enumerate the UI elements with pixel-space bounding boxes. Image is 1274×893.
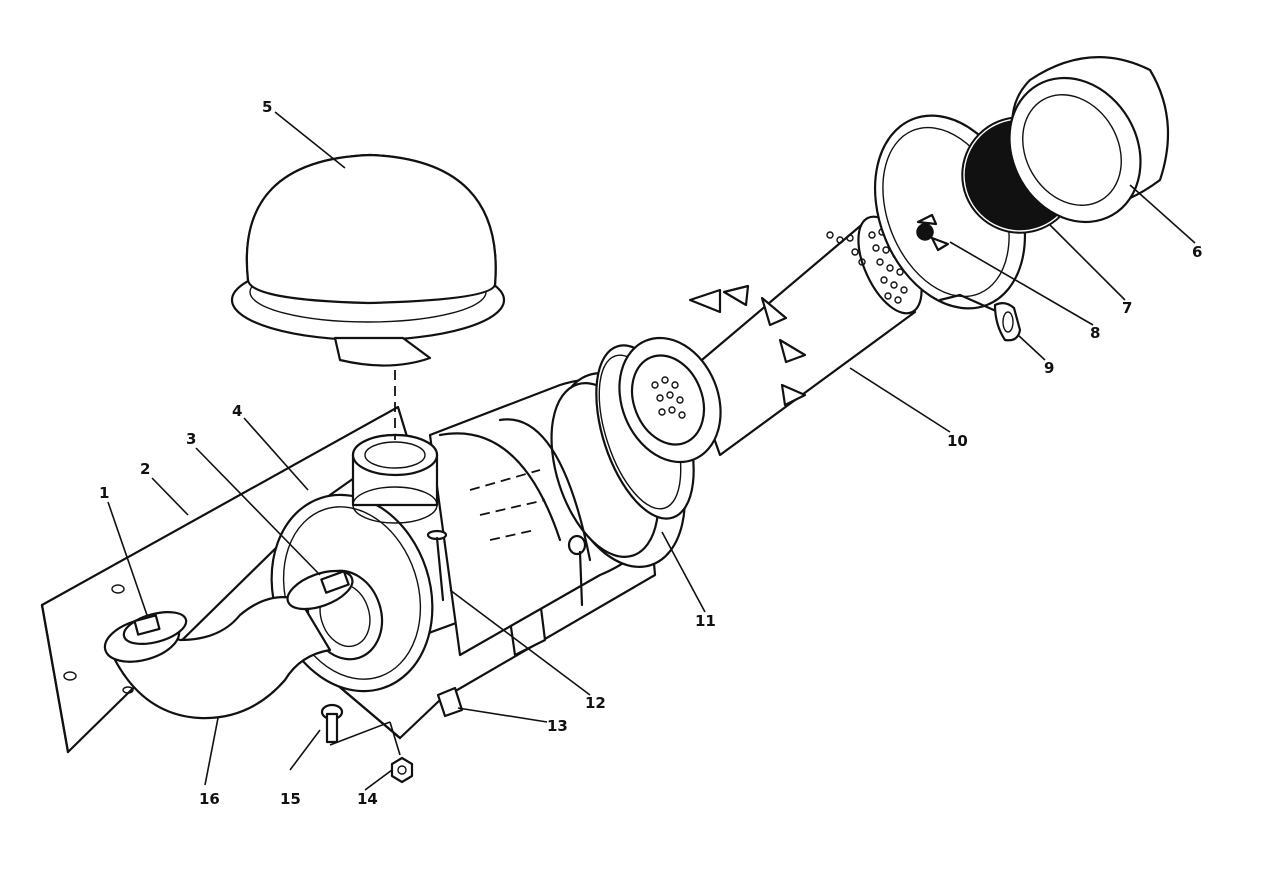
callout-labels: 1 2 3 4 5 6 7 8 9 10 11 12 13 14 15 16 bbox=[99, 98, 1202, 808]
callout-11: 11 bbox=[695, 612, 716, 630]
callout-15: 15 bbox=[280, 790, 301, 808]
bolt bbox=[320, 703, 344, 744]
leader-lines bbox=[107, 111, 1196, 791]
callout-1: 1 bbox=[99, 484, 109, 502]
clamp-stud bbox=[567, 534, 587, 607]
primary-filter-element bbox=[688, 215, 923, 457]
callout-2: 2 bbox=[140, 460, 150, 478]
mounting-screw bbox=[426, 529, 448, 602]
callout-7: 7 bbox=[1122, 299, 1132, 317]
callout-14: 14 bbox=[357, 790, 378, 808]
callout-9: 9 bbox=[1044, 359, 1054, 377]
nut bbox=[390, 756, 414, 784]
callout-5: 5 bbox=[262, 98, 272, 116]
dust-cup bbox=[1008, 56, 1170, 224]
callout-6: 6 bbox=[1192, 243, 1202, 261]
callout-12: 12 bbox=[585, 694, 606, 712]
hose-clamp-3 bbox=[286, 569, 354, 611]
callout-10: 10 bbox=[947, 432, 968, 450]
secondary-filter-element bbox=[618, 336, 722, 464]
callout-8: 8 bbox=[1090, 324, 1100, 342]
spacer-block bbox=[436, 686, 464, 718]
hose-clamp-1 bbox=[122, 611, 188, 645]
rain-cap bbox=[230, 153, 506, 367]
callout-4: 4 bbox=[232, 402, 242, 420]
callout-16: 16 bbox=[199, 790, 220, 808]
callout-13: 13 bbox=[547, 717, 568, 735]
clamp-latch bbox=[938, 293, 1022, 342]
wing-nut bbox=[916, 213, 950, 252]
callout-3: 3 bbox=[186, 430, 196, 448]
